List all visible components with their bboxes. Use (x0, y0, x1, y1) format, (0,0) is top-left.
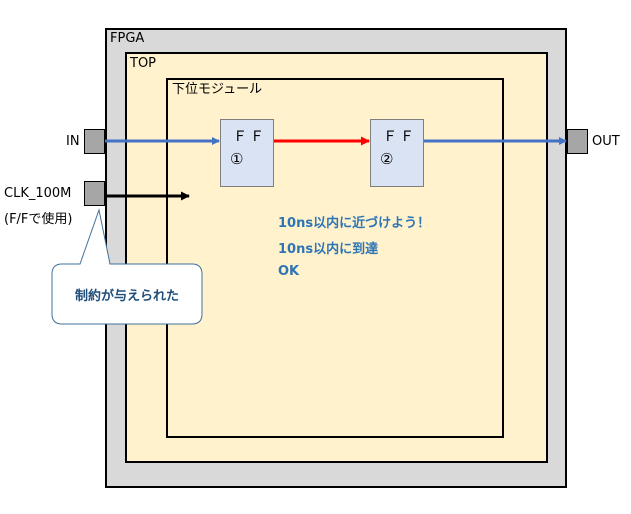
flipflop-1-index: ① (230, 150, 244, 168)
flipflop-1: ＦＦ ① (220, 119, 274, 187)
flipflop-2-name: ＦＦ (383, 129, 417, 145)
clk-port-label: CLK_100M (4, 186, 72, 201)
out-port-label: OUT (592, 134, 620, 149)
clk-port (84, 181, 105, 206)
flipflop-2: ＦＦ ② (370, 119, 424, 187)
flipflop-1-name: ＦＦ (233, 129, 267, 145)
timing-note-2: 10ns以内に到達 (278, 242, 379, 257)
in-port-label: IN (66, 134, 80, 149)
callout-text: 制約が与えられた (74, 288, 179, 304)
fpga-label: FPGA (110, 31, 145, 46)
clk-port-note: (F/Fで使用) (4, 212, 73, 227)
in-port (84, 129, 105, 154)
flipflop-2-index: ② (380, 150, 394, 168)
top-label: TOP (130, 56, 157, 71)
submodule-label: 下位モジュール (172, 82, 263, 97)
timing-note-3: OK (278, 264, 300, 279)
timing-note-1: 10ns以内に近づけよう！ (278, 216, 431, 231)
out-port (567, 129, 588, 154)
callout-shape (51, 208, 203, 325)
